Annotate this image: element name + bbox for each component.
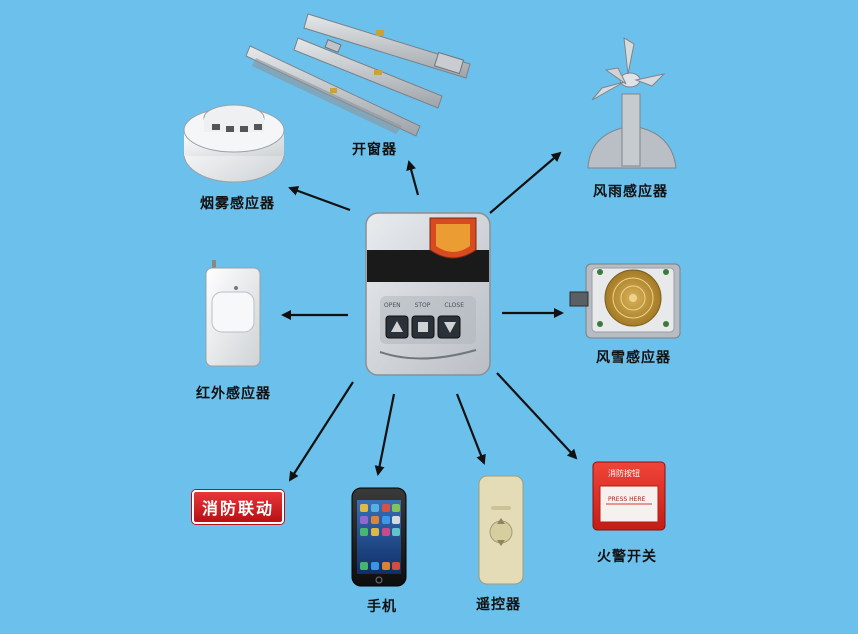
label-remote-control: 遥控器 <box>476 597 521 613</box>
arrow-to-window-opener <box>406 160 420 196</box>
infrared-sensor-icon <box>205 260 261 367</box>
label-wind-snow-sensor: 风雪感应器 <box>596 350 671 366</box>
fire-button-sub: PRESS HERE <box>608 496 646 503</box>
arrow-to-fire-alarm-switch <box>496 372 578 460</box>
fire-linkage-badge: 消防联动 <box>192 490 284 524</box>
btn-close-label: CLOSE <box>444 302 464 309</box>
wind-rain-sensor-icon <box>587 37 677 169</box>
wind-snow-sensor-icon <box>569 263 681 339</box>
arrow-to-fire-linkage <box>288 381 354 482</box>
arrow-to-smoke-sensor <box>288 186 351 212</box>
label-window-opener: 开窗器 <box>352 142 397 158</box>
arrow-to-remote <box>455 393 486 465</box>
label-infrared-sensor: 红外感应器 <box>196 386 271 402</box>
fire-alarm-switch-icon <box>592 461 666 531</box>
central-controller <box>365 212 491 376</box>
btn-stop-label: STOP <box>414 302 431 309</box>
label-wind-rain-sensor: 风雨感应器 <box>593 184 668 200</box>
btn-open-label: OPEN <box>384 302 401 309</box>
label-smoke-sensor: 烟雾感应器 <box>200 196 275 212</box>
window-opener-icon <box>245 13 471 137</box>
label-phone: 手机 <box>367 599 397 615</box>
controller-button-labels: OPEN STOP CLOSE <box>384 302 464 309</box>
fire-button-title: 消防按钮 <box>608 469 640 478</box>
smoke-detector-icon <box>183 104 285 183</box>
connection-arrows <box>281 151 578 482</box>
arrow-to-phone <box>374 393 396 476</box>
arrow-to-wind-rain-sensor <box>489 151 562 214</box>
phone-icon <box>351 487 407 587</box>
label-fire-alarm-switch: 火警开关 <box>597 549 657 565</box>
remote-control-icon <box>478 475 524 585</box>
